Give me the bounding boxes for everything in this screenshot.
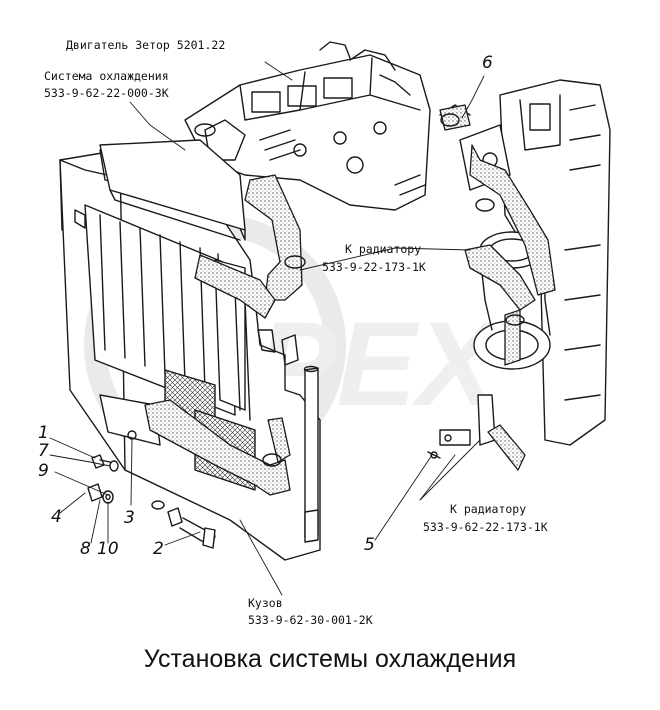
callout-8: 8 <box>80 539 91 559</box>
callout-6: 6 <box>482 53 493 73</box>
callout-5: 5 <box>364 535 375 555</box>
callout-7: 7 <box>38 441 49 461</box>
leader-lines <box>49 61 485 596</box>
label-body-code: 533-9-62-30-001-2К <box>248 613 373 627</box>
callout-3: 3 <box>124 508 135 528</box>
hose-clamps <box>194 113 525 467</box>
callout-10: 10 <box>97 539 119 559</box>
label-engine: Двигатель Зетор 5201.22 <box>66 38 226 52</box>
callout-9: 9 <box>38 461 49 481</box>
label-cooling-system-name: Система охлаждения <box>44 69 169 83</box>
label-body-name: Кузов <box>248 596 283 610</box>
diagram-title: Установка системы охлаждения <box>143 645 517 673</box>
label-to-radiator-top-code: 533-9-22-173-1К <box>322 260 426 274</box>
callout-2: 2 <box>153 539 164 559</box>
label-to-radiator-top-name: К радиатору <box>345 242 422 256</box>
engine-block <box>184 41 431 211</box>
label-to-radiator-bottom-name: К радиатору <box>450 502 527 516</box>
label-to-radiator-bottom-code: 533-9-62-22-173-1К <box>423 520 548 534</box>
callout-1: 1 <box>38 423 49 443</box>
label-cooling-system-code: 533-9-62-22-000-3К <box>44 86 169 100</box>
coolant-hoses <box>144 104 556 496</box>
callout-4: 4 <box>51 507 62 527</box>
